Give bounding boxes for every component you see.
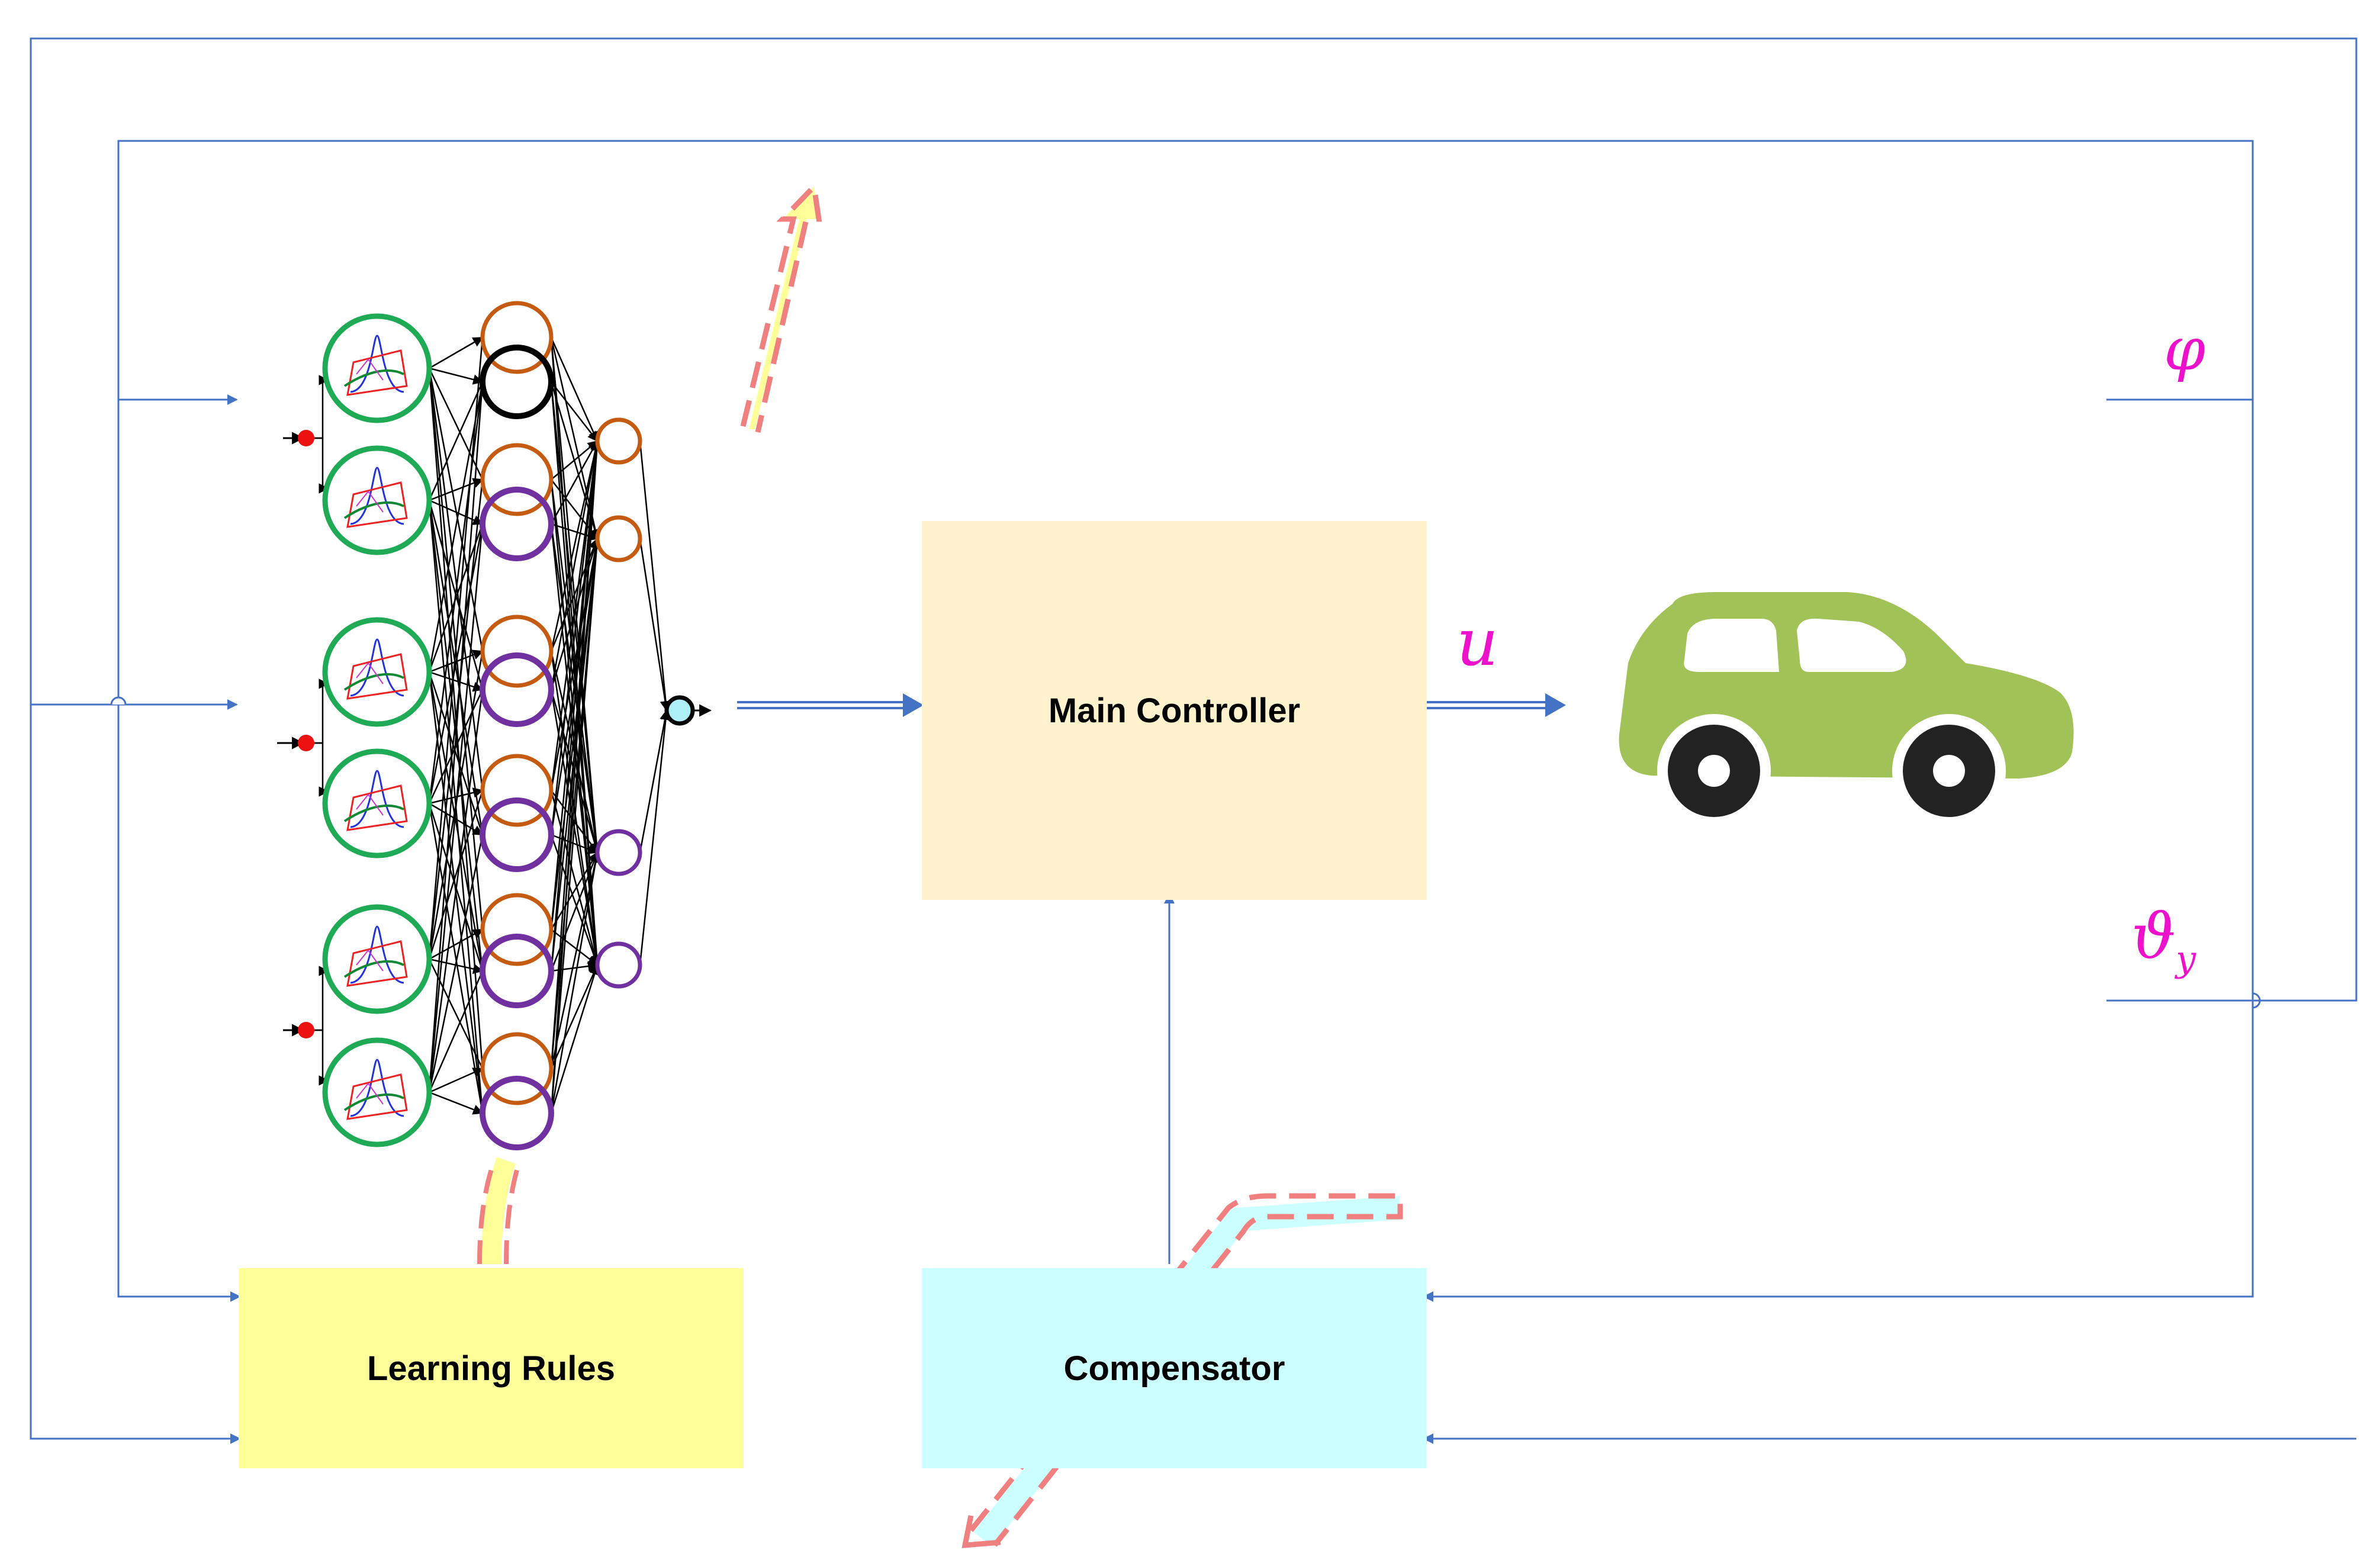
main-controller-block[interactable]: Main Controller <box>922 521 1427 900</box>
hidden-node <box>595 829 642 876</box>
learning-rules-label: Learning Rules <box>367 1349 615 1388</box>
fuzzy-node <box>322 748 432 858</box>
phi-signal-label: φ <box>2164 320 2205 379</box>
adaptive-arrow-network <box>740 181 822 433</box>
hidden-node <box>595 941 642 989</box>
rule-node <box>480 345 554 419</box>
network-inputs <box>277 430 314 1038</box>
signal-lines <box>30 37 2358 1444</box>
theta-signal-text: ϑ <box>2131 901 2176 973</box>
fuzzy-node <box>322 617 432 727</box>
line-crossings <box>110 696 2261 1009</box>
fuzzy-node <box>322 1037 432 1147</box>
learning-rules-block[interactable]: Learning Rules <box>239 1268 744 1468</box>
rule-layer <box>480 301 554 1150</box>
controller-to-car-arrow <box>1418 693 1566 717</box>
input-node-2 <box>298 735 314 751</box>
fuzzy-node <box>322 313 432 423</box>
input-node-3 <box>298 1022 314 1038</box>
adaptive-arrow-learning <box>477 1157 522 1265</box>
fuzzy-node <box>322 904 432 1014</box>
fuzzy-node <box>322 445 432 555</box>
rule-node <box>480 615 554 688</box>
car-front-window <box>1684 619 1779 672</box>
rule-node <box>480 1076 554 1150</box>
rule-node <box>480 754 554 827</box>
rule-node <box>480 893 554 966</box>
rule-node <box>480 797 554 872</box>
compensator-block[interactable]: Compensator <box>922 1268 1427 1468</box>
vehicle-icon <box>1619 592 2074 828</box>
network-to-controller-arrow <box>737 693 924 717</box>
control-signal-label: u <box>1456 610 1498 675</box>
rule-node <box>480 652 554 727</box>
theta-subscript: y <box>2176 938 2196 980</box>
network-output <box>664 695 712 726</box>
output-node <box>664 695 695 726</box>
hidden-node <box>595 515 642 562</box>
theta-signal-label: ϑy <box>2131 906 2196 977</box>
rule-node <box>480 443 554 516</box>
compensator-label: Compensator <box>1063 1349 1285 1388</box>
network-connections <box>306 336 671 1115</box>
main-controller-label: Main Controller <box>1048 691 1301 730</box>
hidden-node <box>595 417 642 465</box>
car-rear-window <box>1797 618 1906 672</box>
rule-node <box>480 487 554 561</box>
input-node-1 <box>298 430 314 446</box>
rule-node <box>480 301 554 374</box>
control-signal-text: u <box>1456 604 1498 680</box>
rule-node <box>480 1032 554 1105</box>
rule-node <box>480 934 554 1008</box>
phi-signal-text: φ <box>2164 314 2206 384</box>
fuzzy-membership-layer <box>322 313 432 1147</box>
hidden-layer <box>595 417 642 989</box>
